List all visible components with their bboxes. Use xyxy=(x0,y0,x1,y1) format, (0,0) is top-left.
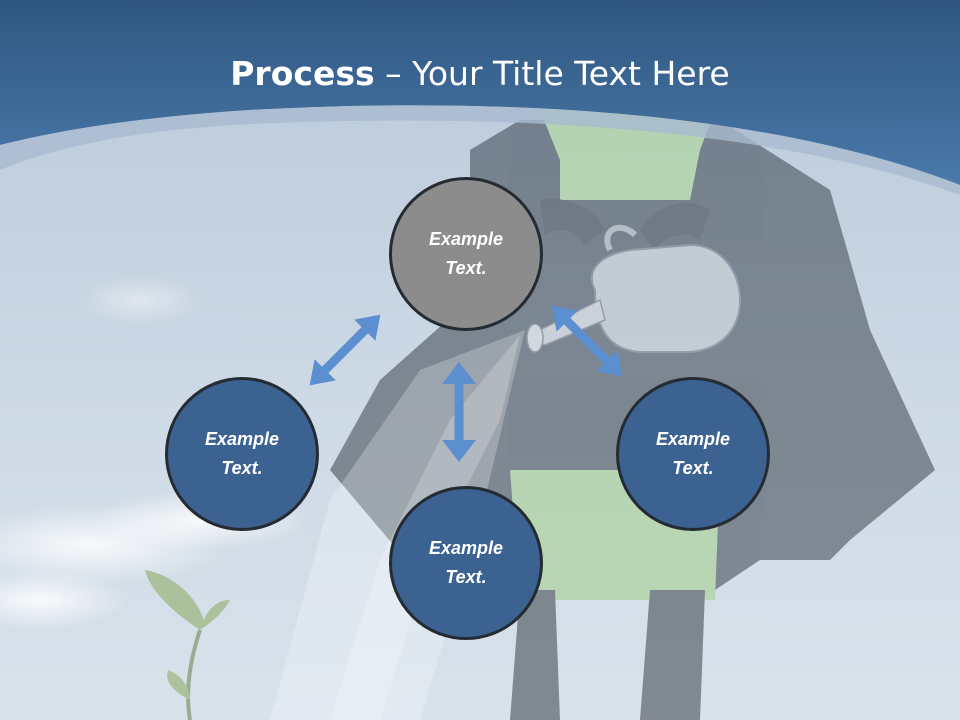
page-title: Process – Your Title Text Here xyxy=(0,52,960,96)
node-text-line1: Example xyxy=(655,429,731,449)
title-rest: – Your Title Text Here xyxy=(374,54,730,93)
process-node-top[interactable]: Example Text. xyxy=(389,177,543,331)
node-text-line2: Text. xyxy=(221,458,263,478)
node-text-line2: Text. xyxy=(445,567,487,587)
node-text-line1: Example xyxy=(204,429,280,449)
process-node-right[interactable]: Example Text. xyxy=(616,377,770,531)
arrow-left-top xyxy=(309,314,381,386)
process-node-left[interactable]: Example Text. xyxy=(165,377,319,531)
arrow-top-right xyxy=(551,305,623,377)
node-text-line2: Text. xyxy=(672,458,714,478)
plant-image xyxy=(145,570,230,720)
title-bold: Process xyxy=(230,54,375,93)
node-text-line1: Example xyxy=(428,229,504,249)
process-node-bottom[interactable]: Example Text. xyxy=(389,486,543,640)
arrow-vertical xyxy=(442,362,476,462)
header-band xyxy=(0,0,960,195)
process-arrows xyxy=(309,305,623,462)
node-text-line1: Example xyxy=(428,538,504,558)
node-text-line2: Text. xyxy=(445,258,487,278)
